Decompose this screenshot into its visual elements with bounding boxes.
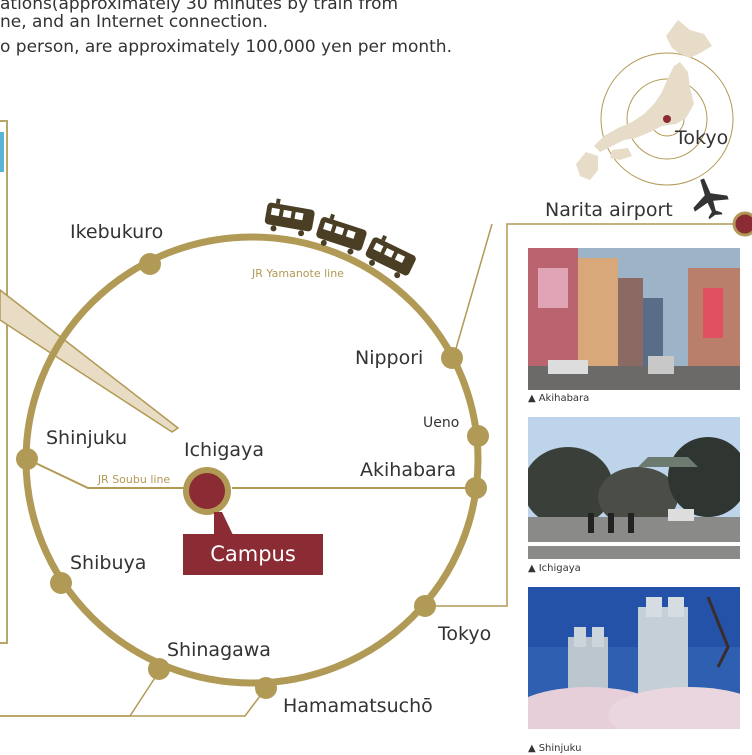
- station-dot-shibuya[interactable]: [50, 572, 72, 594]
- caption-triangle-icon: ▲: [528, 393, 536, 404]
- caption-ichigaya: ▲Ichigaya: [528, 563, 581, 574]
- japan-kyushu-shape: [576, 152, 598, 180]
- soubu-line-label: JR Soubu line: [97, 473, 171, 486]
- japan-map: Tokyo: [576, 20, 734, 186]
- station-dot-ueno[interactable]: [467, 425, 489, 447]
- label-tokyo: Tokyo: [437, 623, 491, 645]
- caption-shinjuku: ▲Shinjuku: [528, 743, 581, 754]
- station-dot-nippori[interactable]: [441, 347, 463, 369]
- japan-honshu-shape: [594, 62, 694, 152]
- caption-ichigaya-text: Ichigaya: [538, 563, 581, 574]
- caption-akihabara-text: Akihabara: [538, 393, 590, 404]
- narita-airport-label: Narita airport: [545, 199, 673, 221]
- connector-nippori: [454, 223, 493, 353]
- label-ikebukuro: Ikebukuro: [70, 221, 163, 243]
- campus-label: Campus: [210, 542, 296, 566]
- narita-airport-dot[interactable]: [732, 211, 752, 237]
- intro-line-2: ne, and an Internet connection.: [0, 12, 268, 32]
- intro-line-3: o person, are approximately 100,000 yen …: [0, 37, 452, 57]
- caption-akihabara: ▲Akihabara: [528, 393, 589, 404]
- station-dot-akihabara[interactable]: [465, 477, 487, 499]
- train-icon: [264, 198, 416, 279]
- label-shinjuku: Shinjuku: [46, 427, 127, 449]
- label-shinagawa: Shinagawa: [167, 639, 271, 661]
- left-panel-accent: [0, 132, 4, 172]
- station-dot-shinjuku[interactable]: [16, 448, 38, 470]
- label-akihabara: Akihabara: [360, 459, 456, 481]
- left-panel-edge: [0, 120, 8, 644]
- airplane-icon: [693, 178, 729, 220]
- photo-shinjuku: [528, 587, 740, 729]
- callout-wedge: [0, 289, 180, 433]
- caption-triangle-icon: ▲: [528, 743, 536, 754]
- caption-triangle-icon: ▲: [528, 563, 536, 574]
- label-hamamatsucho: Hamamatsuchō: [283, 695, 433, 717]
- caption-shinjuku-text: Shinjuku: [538, 743, 582, 754]
- connector-tokyo-narita: [425, 223, 745, 607]
- station-dot-tokyo[interactable]: [414, 595, 436, 617]
- campus-marker[interactable]: [189, 473, 225, 509]
- label-nippori: Nippori: [355, 347, 423, 369]
- connector-hamamatsucho: [0, 687, 267, 717]
- soubu-line-west: [26, 458, 200, 489]
- station-dot-ikebukuro[interactable]: [139, 253, 161, 275]
- japan-shikoku-shape: [610, 148, 632, 160]
- japan-hokkaido-shape: [666, 20, 712, 58]
- campus-pointer: [214, 512, 233, 535]
- photo-ichigaya: [528, 417, 740, 559]
- label-ichigaya: Ichigaya: [184, 439, 264, 461]
- connector-shinagawa: [0, 669, 161, 717]
- tokyo-dot: [663, 115, 671, 123]
- japan-map-tokyo-label: Tokyo: [674, 127, 728, 149]
- station-dot-shinagawa[interactable]: [148, 658, 170, 680]
- photo-akihabara: [528, 248, 740, 390]
- label-ueno: Ueno: [423, 415, 459, 431]
- label-shibuya: Shibuya: [70, 552, 146, 574]
- yamanote-line-label: JR Yamanote line: [251, 267, 344, 280]
- intro-line-1: ations(approximately 30 minutes by train…: [0, 0, 399, 14]
- station-dot-hamamatsucho[interactable]: [255, 677, 277, 699]
- campus-label-box: [183, 534, 323, 575]
